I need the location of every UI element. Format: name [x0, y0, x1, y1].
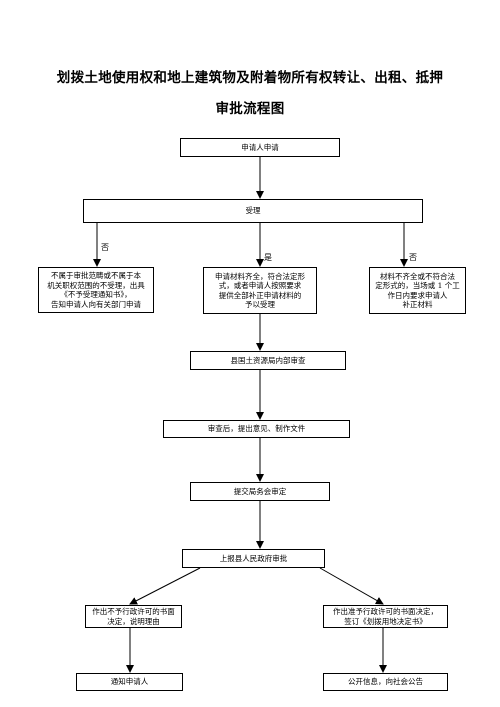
node-notify: 通知申请人 — [76, 673, 183, 691]
node-gov-approval: 上报县人民政府审批 — [182, 549, 325, 568]
node-publish: 公开信息，向社会公告 — [323, 673, 448, 691]
branch-label-no-right: 否 — [409, 253, 417, 262]
node-apply: 申请人申请 — [180, 138, 340, 157]
arrow-gov-deny — [129, 567, 201, 605]
node-deny-decision: 作出不予行政许可的书面 决定，说明理由 — [85, 605, 182, 628]
branch-label-no-left: 否 — [101, 243, 109, 252]
arrow-gov-grant — [319, 567, 384, 605]
node-accept: 受理 — [83, 199, 423, 223]
node-opinion: 审查后，提出意见、制作文件 — [163, 420, 350, 438]
node-accept-conditions: 申请材料齐全，符合法定形 式，或者申请人按照要求 提供全部补正申请材料的 予以受… — [203, 267, 317, 314]
node-internal-review: 县国土资源局内部审查 — [190, 351, 346, 370]
diagram-title-line2: 审批流程图 — [215, 101, 285, 117]
node-bureau-meeting: 提交局务会审定 — [190, 482, 330, 501]
node-grant-decision: 作出准予行政许可的书面决定， 签订《划拨用地决定书》 — [323, 605, 448, 628]
node-reject: 不属于审批范畴或不属于本 机关职权范围的不受理，出具 《不予受理通知书》， 告知… — [38, 267, 154, 313]
branch-label-yes: 是 — [264, 253, 272, 262]
diagram-title-line1: 划拨土地使用权和地上建筑物及附着物所有权转让、出租、抵押 — [56, 70, 444, 86]
node-supplement: 材料不齐全或不符合法 定形式的，当场或 1 个工 作日内要求申请人 补正材料 — [369, 267, 466, 314]
